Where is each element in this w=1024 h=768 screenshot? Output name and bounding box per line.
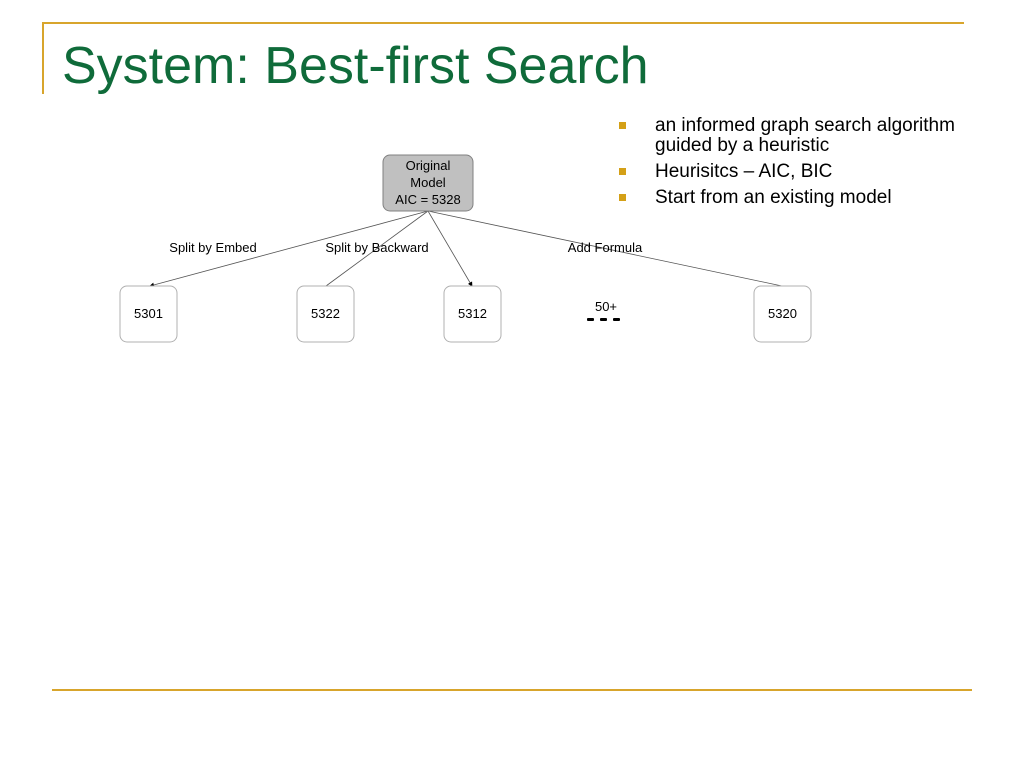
root-line-1: Original xyxy=(406,158,451,173)
tree-edges xyxy=(149,210,783,288)
root-node: Original Model AIC = 5328 xyxy=(382,154,474,212)
root-line-3: AIC = 5328 xyxy=(395,192,460,207)
bullet-item: Heurisitcs – AIC, BIC xyxy=(619,162,1010,182)
edge-label-split-backward: Split by Backward xyxy=(325,240,428,255)
bullet-item: Start from an existing model xyxy=(619,188,1010,208)
child-node-5312: 5312 xyxy=(443,285,502,343)
child-node-5320: 5320 xyxy=(753,285,812,343)
child-label: 5312 xyxy=(458,306,487,321)
child-label: 5320 xyxy=(768,306,797,321)
slide-title: System: Best-first Search xyxy=(62,37,649,95)
bullet-list: an informed graph search algorithm guide… xyxy=(619,116,1010,214)
edge-to-5301 xyxy=(149,210,429,288)
child-label: 5322 xyxy=(311,306,340,321)
bullet-item: an informed graph search algorithm guide… xyxy=(619,116,1010,156)
left-rule xyxy=(42,22,44,94)
edge-label-split-embed: Split by Embed xyxy=(169,240,256,255)
edge-to-5322 xyxy=(325,210,429,287)
root-line-2: Model xyxy=(410,175,446,190)
child-node-5322: 5322 xyxy=(296,285,355,343)
top-rule xyxy=(42,22,964,24)
ellipsis-count: 50+ xyxy=(595,299,617,314)
edge-label-add-formula: Add Formula xyxy=(568,240,643,255)
ellipsis-marker: 50+ xyxy=(587,299,620,321)
bottom-rule xyxy=(52,689,972,691)
edge-to-5320 xyxy=(427,210,783,287)
child-node-5301: 5301 xyxy=(119,285,178,343)
edge-to-5312 xyxy=(427,210,473,287)
child-label: 5301 xyxy=(134,306,163,321)
